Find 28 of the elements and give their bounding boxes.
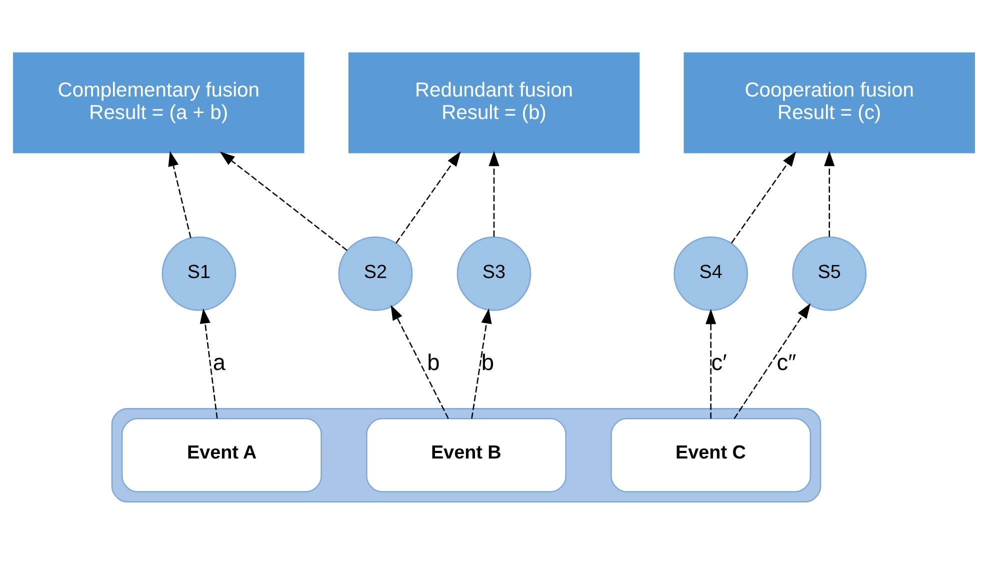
arrow [730,150,796,243]
arrow [200,308,218,418]
arrow [706,308,716,418]
edge-label: b [481,348,494,374]
node-box: Event C [610,418,812,492]
node-box: Redundant fusion Result = (b) [348,52,640,153]
edge-label: c″ [776,348,796,374]
cluster [111,407,822,502]
node-circle: S2 [338,236,413,310]
node-box: Cooperation fusion Result = (c) [684,52,975,153]
node-circle: S5 [792,236,867,310]
arrow [168,150,192,238]
node-box: Event B [366,418,566,492]
node-box: Event A [121,418,322,492]
node-circle: S3 [456,236,532,310]
node-circle: S4 [674,236,748,310]
arrow [471,308,492,418]
edge-label: c′ [711,348,727,374]
arrow [488,150,500,236]
arrow [390,304,449,418]
node-circle: S1 [162,236,236,310]
arrow [734,302,811,418]
arrow [220,151,348,250]
arrow [396,150,461,243]
edge-label: b [427,348,440,374]
edge-label: a [212,348,226,374]
arrow [824,150,835,236]
node-box: Complementary fusion Result = (a + b) [13,52,304,153]
